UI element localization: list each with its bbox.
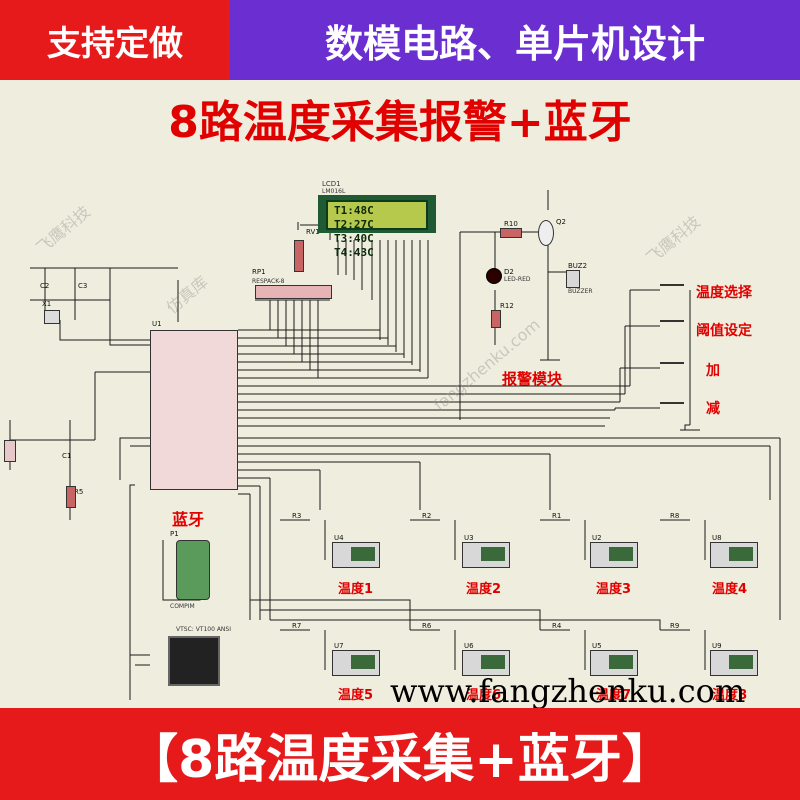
potentiometer (294, 240, 304, 272)
serial-port-p1 (176, 540, 210, 600)
sensor-2-label: 温度2 (466, 582, 502, 597)
lcd-line-1: T1:48C T2:27C (334, 204, 374, 231)
resistor-r10 (500, 228, 522, 238)
sensor-8-res: R9 (670, 622, 680, 630)
c3-label: C3 (78, 282, 88, 290)
sensor-1-label: 温度1 (338, 582, 374, 597)
sensor-6 (462, 650, 510, 676)
buz-label: BUZ2 (568, 262, 588, 270)
crystal (44, 310, 60, 324)
sensor-3-res: R1 (552, 512, 562, 520)
lcd-ref: LCD1 (322, 180, 341, 188)
sensor-6-label: 温度6 (466, 688, 502, 703)
lcd-line-2: T3:40C T4:43C (334, 232, 374, 259)
r10-label: R10 (504, 220, 518, 228)
sensor-4-ref: U8 (712, 534, 722, 542)
website-url: www.fangzhenku.com (390, 672, 746, 710)
rp1-label: RP1 (252, 268, 266, 276)
c1-label: C1 (62, 452, 72, 460)
rp1-model: RESPACK-8 (252, 278, 285, 285)
sensor-1 (332, 542, 380, 568)
sensor-5-ref: U7 (334, 642, 344, 650)
sensor-4 (710, 542, 758, 568)
p1-model: COMPIM (170, 603, 195, 610)
u1-label: U1 (152, 320, 162, 328)
label-plus: 加 (706, 363, 720, 379)
banner-custom: 支持定做 (0, 0, 230, 80)
sensor-7-ref: U5 (592, 642, 602, 650)
button-threshold (660, 320, 684, 330)
d2-label: D2 (504, 268, 514, 276)
sensor-6-ref: U6 (464, 642, 474, 650)
banner-design: 数模电路、单片机设计 (230, 0, 800, 80)
sensor-5-label: 温度5 (338, 688, 374, 703)
sensor-8 (710, 650, 758, 676)
resistor-r12 (491, 310, 501, 328)
rv1-label: RV1 (306, 228, 320, 236)
alarm-module-label: 报警模块 (502, 370, 563, 388)
reset-button (4, 440, 16, 462)
sensor-2 (462, 542, 510, 568)
button-minus (660, 402, 684, 412)
sensor-5 (332, 650, 380, 676)
sensor-8-label: 温度8 (712, 688, 748, 703)
resistor-r5 (66, 486, 76, 508)
sensor-7 (590, 650, 638, 676)
sensor-3-ref: U2 (592, 534, 602, 542)
d2-model: LED-RED (504, 276, 531, 283)
bottom-banner: 【8路温度采集+蓝牙】 (0, 708, 800, 800)
x1-label: X1 (42, 300, 52, 308)
q2-label: Q2 (556, 218, 566, 226)
sensor-6-res: R6 (422, 622, 432, 630)
terminal-label: VTSC: VT100 ANSI (176, 626, 231, 633)
c2-label: C2 (40, 282, 50, 290)
sensor-7-res: R4 (552, 622, 562, 630)
sensor-3-label: 温度3 (596, 582, 632, 597)
transistor-q2 (538, 220, 554, 246)
button-temp-select (660, 284, 684, 294)
label-temp-select: 温度选择 (696, 285, 752, 301)
lcd-screen: T1:48C T2:27C T3:40C T4:43C (326, 200, 428, 259)
resistor-pack (255, 285, 332, 299)
sensor-8-ref: U9 (712, 642, 722, 650)
sensor-2-ref: U3 (464, 534, 474, 542)
p1-label: P1 (170, 530, 179, 538)
lcd-model: LM016L (322, 188, 346, 195)
sensor-1-res: R3 (292, 512, 302, 520)
virtual-terminal (168, 636, 220, 686)
sensor-3 (590, 542, 638, 568)
sensor-4-res: R8 (670, 512, 680, 520)
sensor-7-label: 温度7 (596, 688, 632, 703)
page-title: 8路温度采集报警+蓝牙 (168, 97, 632, 148)
buzzer (566, 270, 580, 288)
sensor-1-ref: U4 (334, 534, 344, 542)
sensor-4-label: 温度4 (712, 582, 748, 597)
buz-model: BUZZER (568, 288, 593, 295)
led-red (486, 268, 502, 284)
button-plus (660, 362, 684, 372)
r12-label: R12 (500, 302, 514, 310)
label-minus: 减 (706, 401, 720, 417)
r5-label: R5 (74, 488, 84, 496)
microcontroller-u1 (150, 330, 238, 490)
sensor-5-res: R7 (292, 622, 302, 630)
sensor-2-res: R2 (422, 512, 432, 520)
bluetooth-label: 蓝牙 (172, 510, 205, 529)
label-threshold: 阈值设定 (696, 323, 752, 339)
